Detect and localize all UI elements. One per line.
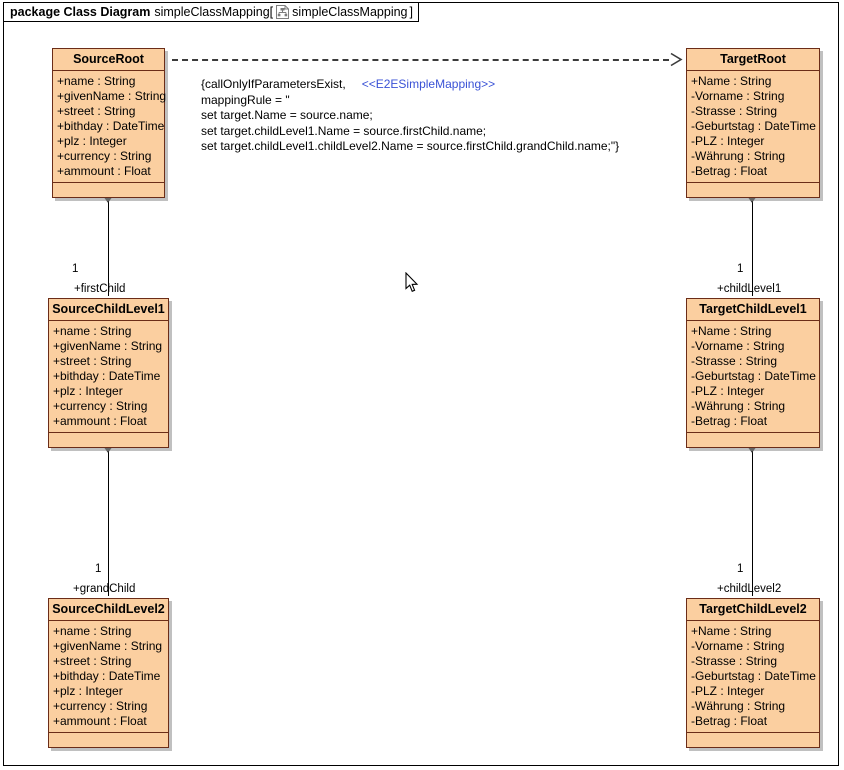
class-diagram-icon bbox=[276, 5, 290, 19]
attribute-row: -Währung : String bbox=[691, 399, 786, 413]
multiplicity-tgt-child1-child2: 1 bbox=[737, 563, 744, 575]
attribute-row: +ammount : Float bbox=[53, 414, 147, 428]
class-name-source-child-level1: SourceChildLevel1 bbox=[49, 299, 168, 321]
class-operations-target-root bbox=[687, 183, 819, 197]
class-name-target-child-level2: TargetChildLevel2 bbox=[687, 599, 819, 621]
class-name-target-child-level1: TargetChildLevel1 bbox=[687, 299, 819, 321]
attribute-row: +bithday : DateTime bbox=[53, 369, 161, 383]
attribute-row: +plz : Integer bbox=[57, 134, 127, 148]
association-line-tgt-root-child1 bbox=[752, 197, 753, 296]
attribute-row: -Betrag : Float bbox=[691, 414, 768, 428]
attribute-row: +Name : String bbox=[691, 624, 772, 638]
class-operations-source-child-level1 bbox=[49, 433, 168, 447]
class-operations-target-child-level1 bbox=[687, 433, 819, 447]
class-attributes-source-child-level2: +name : String +givenName : String +stre… bbox=[49, 621, 168, 733]
note-line-2: mappingRule = " bbox=[201, 92, 290, 107]
association-line-src-child1-child2 bbox=[108, 447, 109, 596]
dependency-dashed-line bbox=[172, 59, 669, 61]
attribute-row: +bithday : DateTime bbox=[57, 119, 165, 133]
attribute-row: -PLZ : Integer bbox=[691, 684, 765, 698]
attribute-row: +givenName : String bbox=[57, 89, 167, 103]
attribute-row: -Geburtstag : DateTime bbox=[691, 669, 816, 683]
class-box-target-root[interactable]: TargetRoot +Name : String -Vorname : Str… bbox=[686, 48, 820, 198]
stereotype-label: <<E2ESimpleMapping>> bbox=[361, 77, 496, 91]
association-line-src-root-child1 bbox=[108, 197, 109, 296]
attribute-row: +currency : String bbox=[57, 149, 152, 163]
class-attributes-source-child-level1: +name : String +givenName : String +stre… bbox=[49, 321, 168, 433]
attribute-row: +plz : Integer bbox=[53, 684, 123, 698]
role-label-child-level1: +childLevel1 bbox=[717, 283, 782, 295]
attribute-row: +givenName : String bbox=[53, 639, 163, 653]
attribute-row: +ammount : Float bbox=[57, 164, 151, 178]
class-name-source-child-level2: SourceChildLevel2 bbox=[49, 599, 168, 621]
attribute-row: +name : String bbox=[57, 74, 136, 88]
role-label-first-child: +firstChild bbox=[74, 283, 126, 295]
attribute-row: -Vorname : String bbox=[691, 89, 785, 103]
note-line-4: set target.childLevel1.Name = source.fir… bbox=[201, 123, 487, 138]
package-keyword: package Class Diagram bbox=[10, 5, 151, 19]
attribute-row: +Name : String bbox=[691, 324, 772, 338]
attribute-row: +ammount : Float bbox=[53, 714, 147, 728]
multiplicity-tgt-root-child1: 1 bbox=[737, 263, 744, 275]
class-box-source-child-level2[interactable]: SourceChildLevel2 +name : String +givenN… bbox=[48, 598, 169, 748]
attribute-row: -Währung : String bbox=[691, 699, 786, 713]
attribute-row: -Betrag : Float bbox=[691, 714, 768, 728]
attribute-row: -Strasse : String bbox=[691, 104, 778, 118]
package-header-tab[interactable]: package Class Diagram simpleClassMapping… bbox=[3, 2, 419, 22]
class-box-target-child-level1[interactable]: TargetChildLevel1 +Name : String -Vornam… bbox=[686, 298, 820, 448]
attribute-row: +street : String bbox=[57, 104, 136, 118]
attribute-row: +plz : Integer bbox=[53, 384, 123, 398]
attribute-row: +givenName : String bbox=[53, 339, 163, 353]
class-attributes-source-root: +name : String +givenName : String +stre… bbox=[53, 71, 167, 183]
class-attributes-target-child-level1: +Name : String -Vorname : String -Strass… bbox=[687, 321, 819, 433]
attribute-row: -Geburtstag : DateTime bbox=[691, 369, 816, 383]
note-line-3: set target.Name = source.name; bbox=[201, 108, 373, 123]
attribute-row: +currency : String bbox=[53, 699, 148, 713]
class-name-target-root: TargetRoot bbox=[687, 49, 819, 71]
association-line-tgt-child1-child2 bbox=[752, 447, 753, 596]
attribute-row: -Vorname : String bbox=[691, 639, 785, 653]
class-attributes-target-child-level2: +Name : String -Vorname : String -Strass… bbox=[687, 621, 819, 733]
mouse-cursor-icon bbox=[405, 272, 421, 294]
note-line-1: {callOnlyIfParametersExist, <<E2ESimpleMa… bbox=[201, 77, 619, 93]
mapping-rule-note: {callOnlyIfParametersExist, <<E2ESimpleMa… bbox=[201, 77, 619, 155]
multiplicity-src-root-child1: 1 bbox=[72, 263, 79, 275]
package-tab-label: simpleClassMapping bbox=[292, 5, 408, 19]
role-label-child-level2: +childLevel2 bbox=[717, 583, 782, 595]
class-operations-target-child-level2 bbox=[687, 733, 819, 747]
attribute-row: -PLZ : Integer bbox=[691, 134, 765, 148]
attribute-row: -Geburtstag : DateTime bbox=[691, 119, 816, 133]
role-label-grand-child: +grandChild bbox=[73, 583, 136, 595]
class-box-target-child-level2[interactable]: TargetChildLevel2 +Name : String -Vornam… bbox=[686, 598, 820, 748]
package-close-bracket: ] bbox=[409, 5, 413, 19]
attribute-row: -Strasse : String bbox=[691, 654, 778, 668]
attribute-row: -Strasse : String bbox=[691, 354, 778, 368]
attribute-row: +street : String bbox=[53, 354, 132, 368]
attribute-row: -Währung : String bbox=[691, 149, 786, 163]
attribute-row: +street : String bbox=[53, 654, 132, 668]
package-name: simpleClassMapping[ bbox=[154, 5, 274, 19]
class-box-source-child-level1[interactable]: SourceChildLevel1 +name : String +givenN… bbox=[48, 298, 169, 448]
attribute-row: -Vorname : String bbox=[691, 339, 785, 353]
attribute-row: +name : String bbox=[53, 324, 132, 338]
class-box-source-root[interactable]: SourceRoot +name : String +givenName : S… bbox=[52, 48, 167, 198]
note-line-5: set target.childLevel1.childLevel2.Name … bbox=[201, 139, 620, 154]
class-name-source-root: SourceRoot bbox=[53, 49, 164, 71]
attribute-row: +bithday : DateTime bbox=[53, 669, 161, 683]
attribute-row: +Name : String bbox=[691, 74, 772, 88]
attribute-row: +currency : String bbox=[53, 399, 148, 413]
attribute-row: -Betrag : Float bbox=[691, 164, 768, 178]
dependency-arrowhead-icon bbox=[669, 52, 683, 67]
attribute-row: -PLZ : Integer bbox=[691, 384, 765, 398]
class-operations-source-child-level2 bbox=[49, 733, 168, 747]
class-attributes-target-root: +Name : String -Vorname : String -Strass… bbox=[687, 71, 819, 183]
attribute-row: +name : String bbox=[53, 624, 132, 638]
multiplicity-src-child1-child2: 1 bbox=[95, 563, 102, 575]
note-line-1-text: {callOnlyIfParametersExist, bbox=[201, 77, 346, 91]
class-operations-source-root bbox=[53, 183, 164, 197]
